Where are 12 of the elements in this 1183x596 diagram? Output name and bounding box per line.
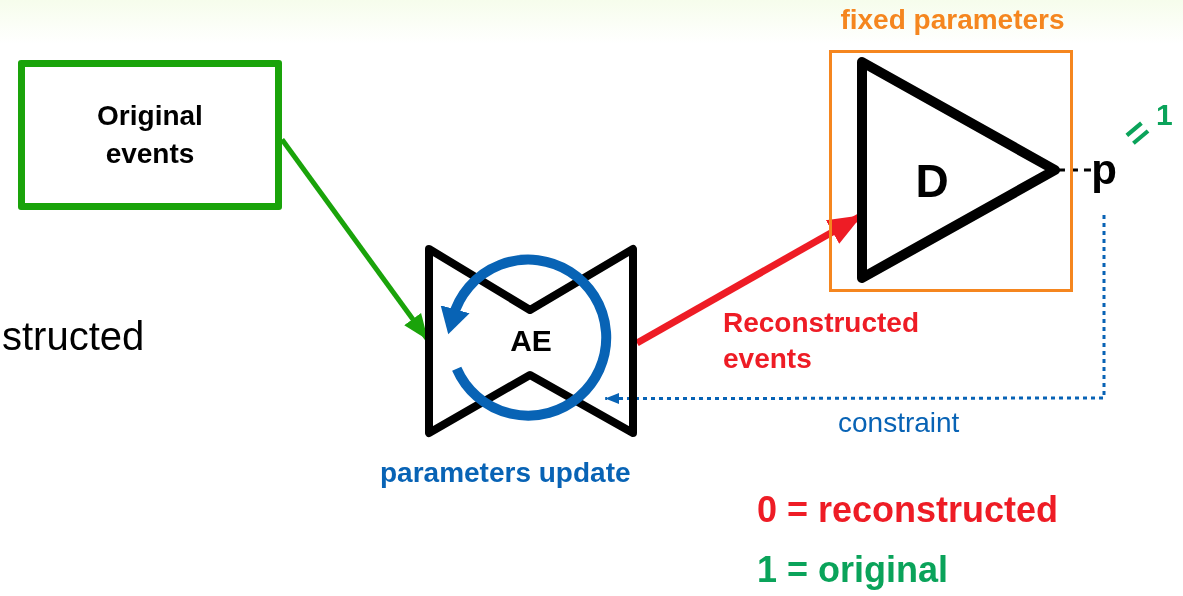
note-text: structed — [2, 316, 145, 356]
node-label: D — [915, 154, 949, 209]
symbol-label: p — [1090, 140, 1118, 200]
note-text: 1 — [1156, 100, 1173, 130]
equals-sign: = — [1116, 111, 1158, 155]
note-text: 0 = reconstructed — [757, 492, 1059, 528]
dashed-arrow — [605, 215, 1106, 405]
process-box — [18, 60, 282, 210]
note-text: 1 = original — [757, 552, 949, 588]
group-title: fixed parameters — [840, 3, 1065, 37]
node-label: Original events — [96, 99, 204, 171]
caption-text: parameters update — [380, 456, 631, 490]
